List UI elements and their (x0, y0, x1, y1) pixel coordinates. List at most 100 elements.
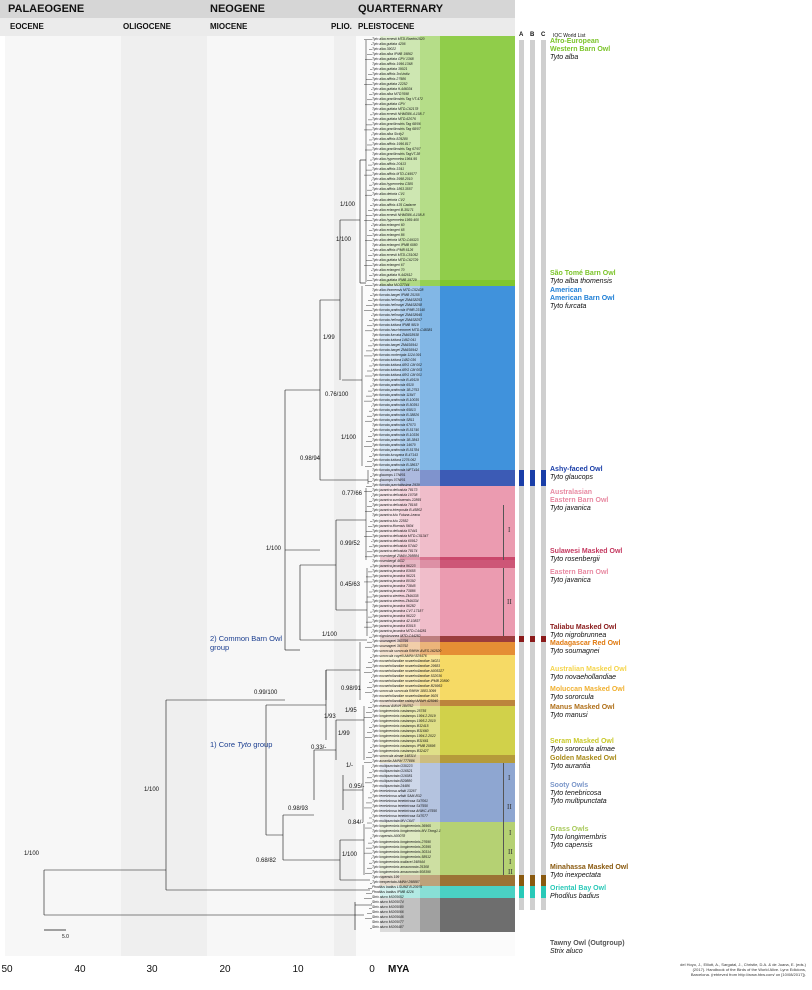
clade-band (440, 875, 515, 886)
clade-species-name: Tyto furcata (550, 303, 587, 310)
clade-common-name: Madagascar Red Owl (550, 640, 621, 647)
clade-species-name: Tyto alba (550, 54, 579, 61)
support-value: 1/100 (144, 787, 160, 793)
tip-label: Tyto javanica delicatula 78173 (372, 488, 418, 493)
clade-band-fade (420, 568, 440, 636)
clade-common-name: American Barn Owl (550, 295, 615, 302)
tip-label: Tyto longimembris amauronota 508390 (372, 869, 431, 874)
tip-label: Tyto alba affinis 1863.3557 (372, 187, 413, 192)
epoch-miocene: MIOCENE (210, 22, 248, 31)
tip-label: Tyto javanica stertens ZMA334 (372, 598, 419, 603)
subclade-bar (503, 846, 504, 875)
tip-label: Tyto novaehollandiae novaehollandiae B29… (372, 684, 443, 689)
tip-label: Tyto alba guttata GPV 1368 (372, 57, 414, 62)
ioc-header: IOC World List (553, 33, 586, 39)
clade-band-fade (400, 875, 420, 886)
tip-label: Tyto javanica lulu 22552 (372, 518, 409, 523)
clade-band-fade (380, 886, 400, 898)
tip-label: Tyto alba guttata GPV (372, 102, 406, 107)
support-value: 0.76/100 (325, 392, 349, 398)
clade-band (440, 706, 515, 755)
clade-band-fade (380, 763, 400, 822)
clade-species-name: Tyto capensis (550, 842, 593, 849)
tip-label: Tyto longimembris castanops 1994.2.2022 (372, 734, 436, 739)
tip-label: Tyto javanica stertens ZMA335 (372, 593, 419, 598)
tip-label: Tyto longimembris castanops 25755 (372, 709, 427, 714)
tip-label: Tyto soumagnei 363795 (372, 638, 409, 643)
clade-species-name: Tyto longimembris (550, 834, 607, 841)
tip-label: Tyto furcata pratincola 1B-3843 (372, 438, 420, 443)
tip-label: Tyto javanica javanica 73886 (372, 588, 416, 593)
tip-label: Tyto javanica javanica CV7-17187 (372, 608, 424, 613)
tip-label: Tyto furcata tuidara ARG CM 002 (372, 363, 422, 368)
tip-label: Tyto alba gracilirostris TagVT-38 (372, 152, 421, 157)
clade-band (440, 898, 515, 932)
epoch-pliocene: PLIO. (331, 22, 352, 31)
tip-label: Tyto alba detorta CV2 (372, 197, 405, 202)
oligocene-column (121, 36, 207, 956)
clade-band (440, 568, 515, 636)
clade-band-fade (400, 286, 420, 470)
clade-band (440, 700, 515, 706)
clade-band-fade (420, 36, 440, 286)
ioc-column-mark (530, 470, 535, 486)
clade-band (440, 763, 515, 822)
tip-label: Tyto longimembris amauronota 25308 (372, 864, 429, 869)
clade-band (440, 886, 515, 898)
core-tyto-group-label: 1) Core Tyto group (210, 740, 272, 749)
tip-label: Tyto tenebricosa arfaki SAM-B32 (372, 794, 422, 799)
tip-label: Tyto alba erlangeri 70 (372, 267, 405, 272)
clade-common-name: Seram Masked Owl (550, 738, 614, 745)
tip-label: Tyto longimembris castanops 1994.2.2019 (372, 714, 436, 719)
epoch-eocene: EOCENE (10, 22, 44, 31)
pliocene-column (334, 36, 356, 956)
tip-label: Tyto alba erlangeri 65 (372, 227, 405, 232)
support-value: 0.98/93 (288, 806, 309, 812)
clade-band-fade (380, 486, 400, 560)
tip-label: Tyto novaehollandiae calabyi ANNH 425940 (372, 699, 439, 704)
tip-label: Phodilus badius IPMB 4226 (372, 889, 414, 894)
tip-label: Tyto alba alba IPMB 19862 (372, 52, 413, 57)
clade-species-name: Tyto aurantia (550, 763, 591, 770)
tip-label: Tyto alba alba MTD7698 (372, 92, 409, 97)
clade-band-fade (380, 700, 400, 706)
tip-label: Tyto alba guttata IPMB 19729 (372, 277, 417, 282)
common-barn-owl-group-label: 2) Common Barn Owl group (210, 634, 283, 652)
tip-label: Tyto soumagnei 363792 (372, 643, 409, 648)
tip-label: Tyto furcata tuidara ARG CM 001 (372, 373, 422, 378)
tip-label: Tyto alba guttata MTD-62076 (372, 117, 416, 122)
tip-label: Tyto longimembris castanops B32427 (372, 749, 429, 754)
tip-label: Tyto javanica javanica 96282 (372, 603, 416, 608)
clade-region: Afro-European (550, 38, 599, 45)
support-value: 1/95 (345, 708, 357, 714)
clade-species-name: Tyto inexpectata (550, 872, 601, 879)
clade-species-name: Phodilus badius (550, 893, 600, 900)
clade-band-fade (380, 636, 400, 642)
support-value: 1/100 (24, 851, 40, 857)
tip-label: Tyto furcata pratincola B-51740 (372, 428, 420, 433)
tip-label: Tyto furcata pratincola 6510 (372, 383, 414, 388)
clade-numeral: II (507, 598, 512, 606)
axis-tick-50: 50 (1, 964, 13, 975)
clade-band-fade (380, 286, 400, 470)
clade-band (440, 755, 515, 763)
tip-label: Tyto furcata hauchecornei MTD-C48381 (372, 327, 433, 332)
tip-label: Tyto longimembris wallacei 348944 (372, 859, 425, 864)
tip-label: Tyto alba ernesti MTD-C51052 (372, 252, 419, 257)
clade-species-name: Tyto javanica (550, 505, 591, 512)
clade-species-name: Strix aluco (550, 948, 583, 955)
tip-label: Tyto sororcula sororcula RMNH.AVES.16252… (372, 648, 442, 653)
ioc-column-mark (519, 875, 524, 886)
tip-label: Tyto furcata tuidara 1462.041 (372, 337, 417, 342)
tip-label: Tyto alba hypermetra 1959.400 (372, 217, 419, 222)
clade-band-fade (420, 642, 440, 655)
tip-label: Tyto alba affinis 3rd-indiv. (372, 72, 411, 77)
clade-numeral: I (508, 526, 511, 534)
clade-numeral: II (508, 848, 513, 856)
support-value: 1/99 (338, 731, 350, 737)
